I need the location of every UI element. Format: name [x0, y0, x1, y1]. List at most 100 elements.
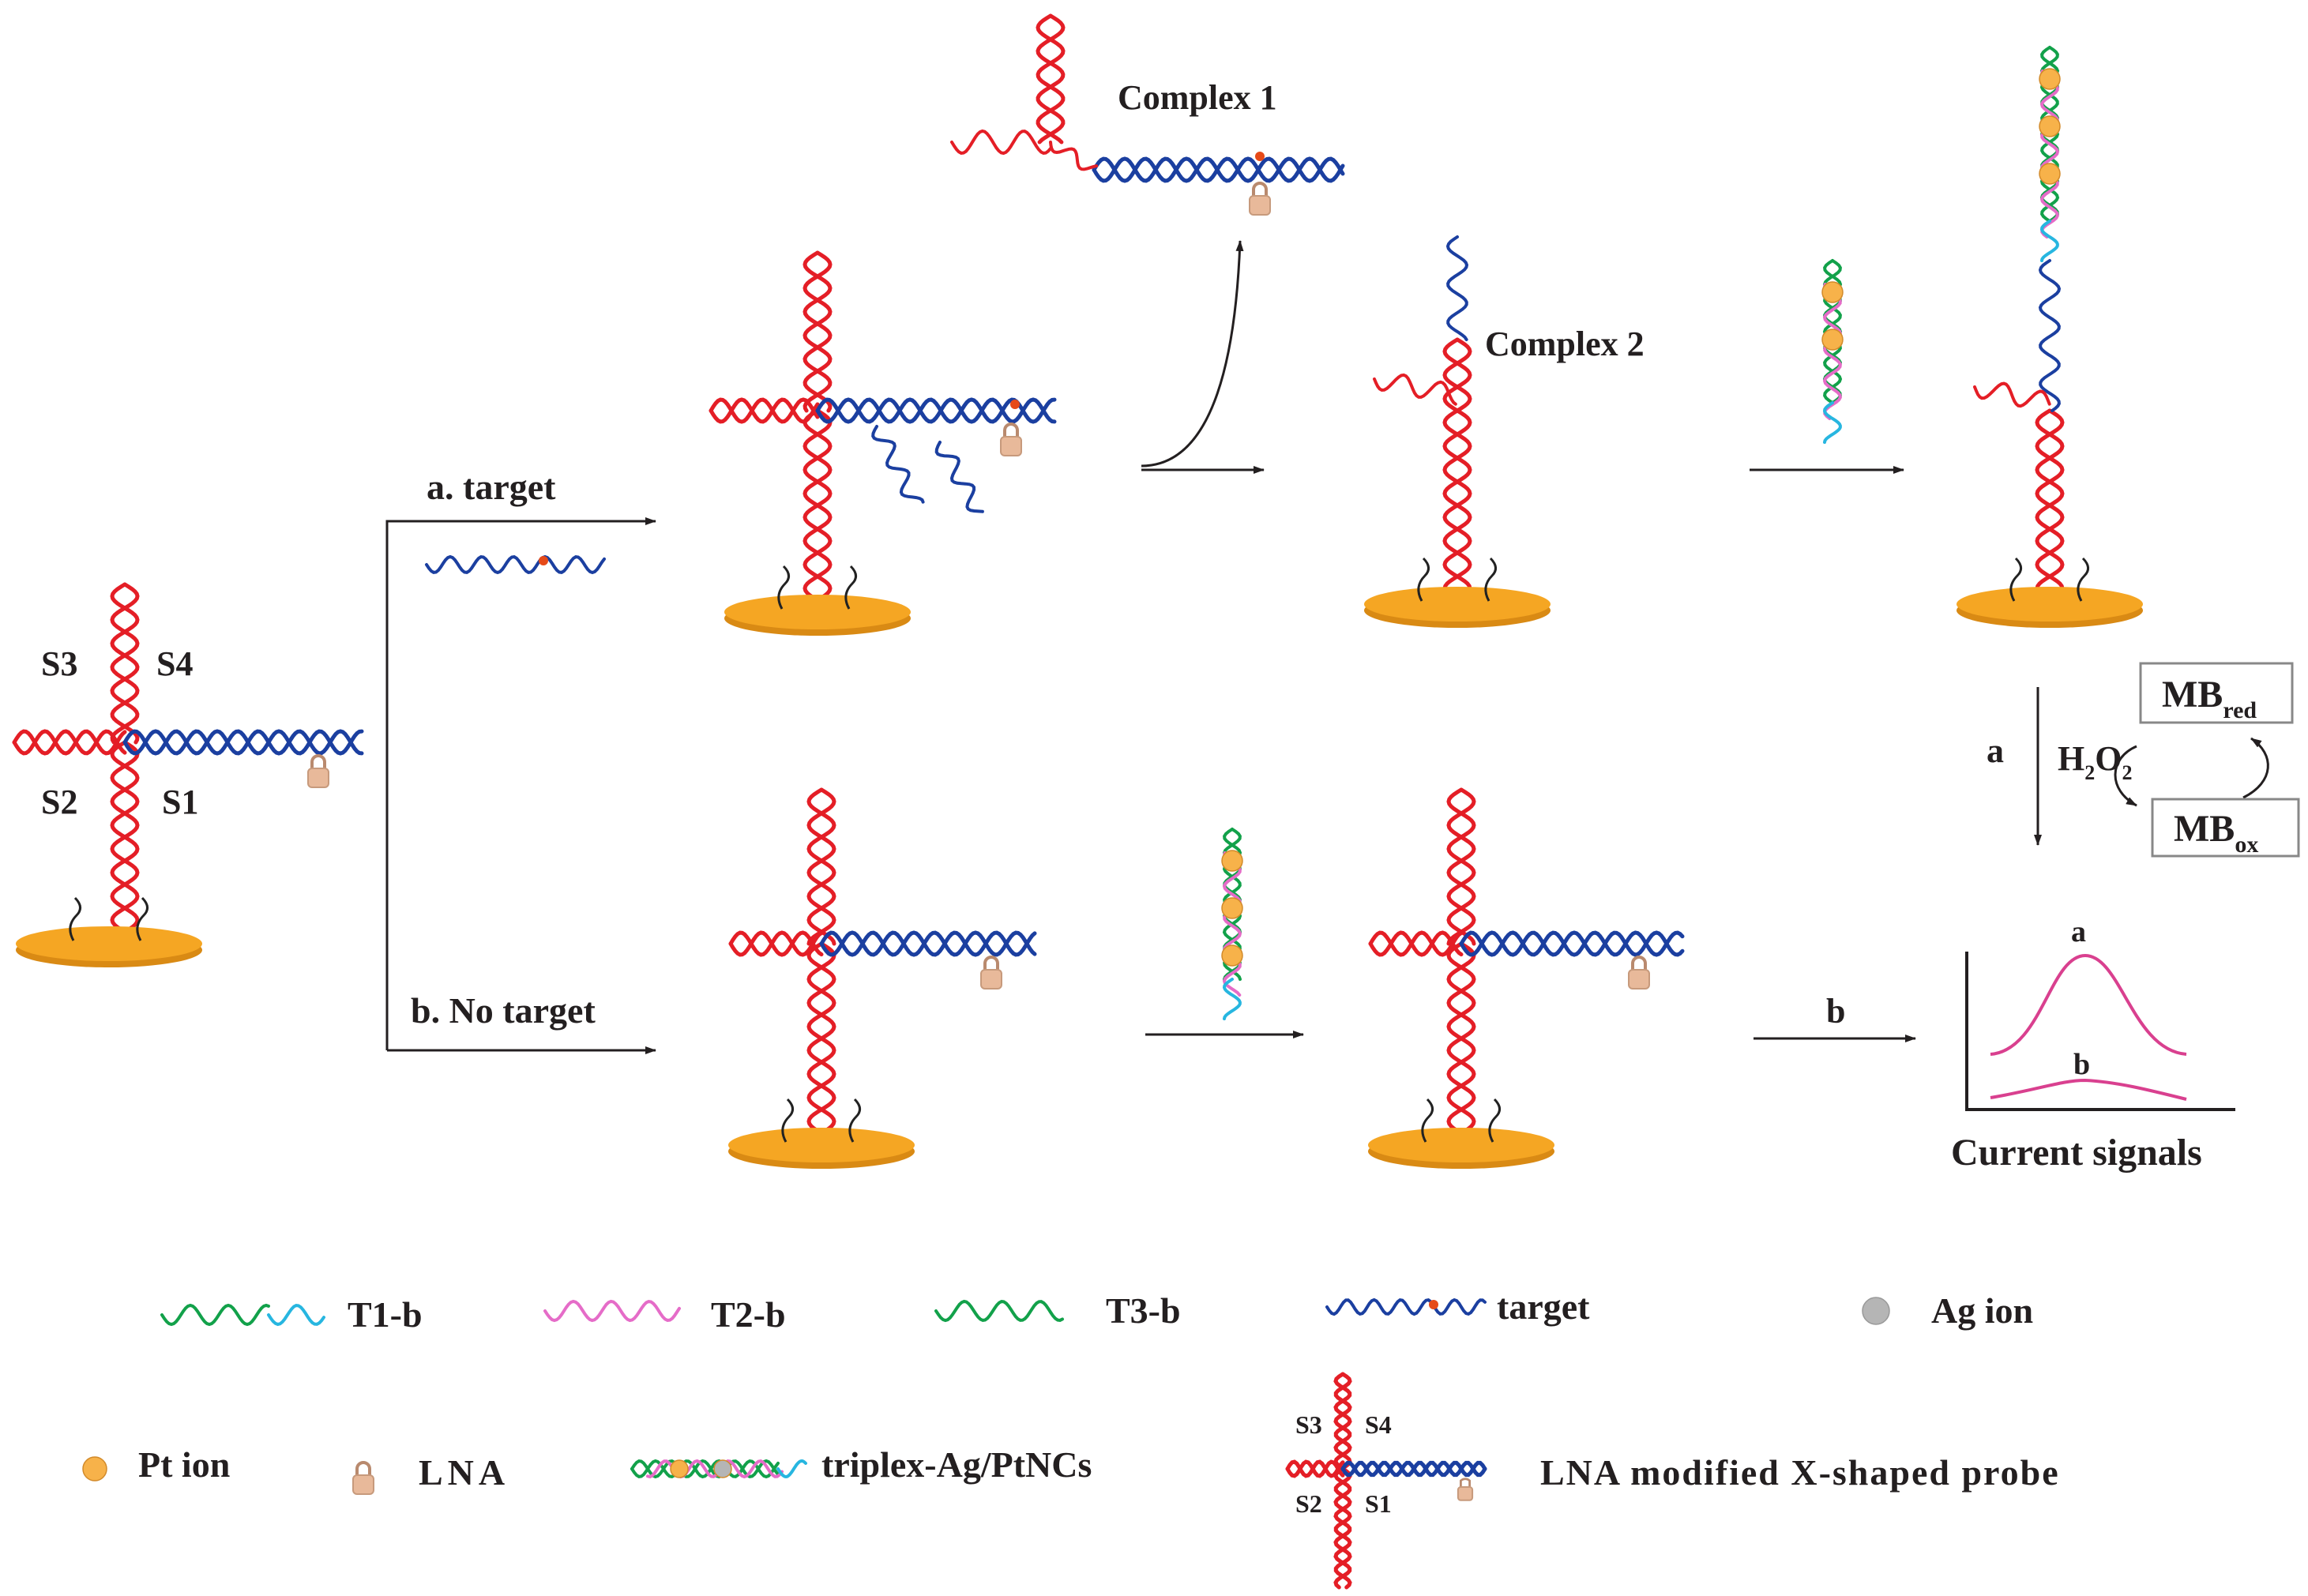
complex1-duplex-strand2 — [1092, 156, 1345, 183]
probe-a-s3s4-arm-strand1 — [803, 250, 833, 413]
complex2-blue-arm — [1445, 235, 1469, 341]
cycle-arrow-down — [2114, 745, 2137, 807]
initial-electrode — [16, 926, 202, 961]
triplex-b-pt-ion — [1221, 850, 1243, 872]
legend-xs3: S3 — [1295, 1410, 1322, 1439]
legend-xprobe-left-strand2 — [1285, 1459, 1345, 1478]
mb-red-label: MBred — [2162, 674, 2257, 723]
legend-xprobe-bottom-strand2 — [1333, 1466, 1352, 1590]
initial-electrode-linker-right — [136, 896, 148, 941]
initial-probe-s3s4-arm-strand1 — [110, 582, 140, 745]
complex1-link — [1049, 141, 1099, 171]
initial-probe-s1s2-arm-strand1 — [110, 740, 140, 946]
complex1-left-arm — [950, 129, 1052, 156]
complex1-label: Complex 1 — [1118, 78, 1277, 117]
triplex-a-green1 — [1822, 259, 1843, 404]
target-mismatch-dot — [539, 556, 548, 565]
initial-electrode-linker-left — [69, 896, 81, 941]
probe-a-s1s2-arm-strand2 — [803, 408, 833, 603]
electrode-b-linker-left — [781, 1098, 794, 1143]
signal-curve-a — [1990, 953, 2187, 1056]
legend-triplex-cyan — [776, 1459, 807, 1479]
probe-b-s3s4-arm-strand2 — [806, 787, 836, 946]
probe-b-right-arm-strand1 — [819, 930, 1037, 957]
pathway-b-label: b. No target — [411, 990, 596, 1031]
branch-line-top — [385, 520, 656, 1050]
electrode-complex2-linker-left — [1417, 557, 1430, 602]
electrode-b-linker-right — [848, 1098, 861, 1143]
diagram-graphics — [12, 13, 2269, 1590]
strand-label-s2: S2 — [41, 783, 77, 821]
legend-xprobe-lna-shackle — [1460, 1478, 1471, 1489]
probe-a-left-arm-strand1 — [709, 397, 820, 424]
electrode-complex2 — [1364, 587, 1551, 622]
electrode-product-linker-right — [2077, 557, 2089, 602]
electrode-a — [724, 595, 911, 629]
electrode-b2 — [1368, 1128, 1554, 1162]
product-triplex-pink — [2039, 69, 2060, 238]
legend-t1b-cyan — [267, 1304, 325, 1327]
legend-t2b-wave — [543, 1299, 681, 1323]
mb-red-box — [2139, 662, 2294, 724]
probe-a-target-dot — [1010, 400, 1020, 409]
cycle-arrow-up — [2242, 737, 2269, 799]
target-strand — [425, 554, 606, 575]
legend-triplex-ag-1 — [713, 1459, 732, 1478]
mb-ox-label: MBox — [2174, 808, 2258, 858]
triplex-b-pink — [1222, 851, 1242, 997]
legend-xs2: S2 — [1295, 1489, 1322, 1518]
legend-xprobe-top-strand2 — [1333, 1372, 1352, 1471]
legend-triplex-label: triplex-Ag/PtNCs — [821, 1444, 1092, 1485]
step-a-label: a — [1987, 731, 2004, 770]
initial-probe-left-arm-strand2 — [12, 729, 127, 756]
probe-b2-right-arm-strand2 — [1459, 930, 1685, 957]
peak-a-label: a — [2071, 915, 2086, 948]
legend-ag-ion — [1862, 1297, 1890, 1325]
legend-target-label: target — [1497, 1286, 1590, 1327]
probe-b-s3s4-arm-strand1 — [806, 787, 836, 946]
peak-b-label: b — [2073, 1048, 2090, 1081]
legend-lna-lock — [352, 1474, 374, 1495]
product-blue-arm — [2038, 259, 2062, 412]
probe-b2-left-arm-strand2 — [1368, 930, 1464, 957]
electrode-b — [728, 1128, 915, 1162]
step-b-label: b — [1826, 992, 1845, 1031]
probe-b-left-arm-strand2 — [728, 930, 824, 957]
h2o2-label: H2O2 — [2058, 739, 2132, 784]
probe-b2-lna — [1628, 969, 1650, 990]
legend-triplex-pink — [646, 1459, 784, 1479]
legend-xprobe-bottom-strand1 — [1333, 1466, 1352, 1590]
legend-triplex-pt-1 — [670, 1459, 689, 1478]
initial-probe-s3s4-arm-strand2 — [110, 582, 140, 745]
complex1-lna — [1249, 195, 1271, 216]
triplex-a-cyan — [1822, 401, 1842, 444]
legend-triplex-green2 — [630, 1459, 780, 1479]
legend-t3b-label: T3-b — [1106, 1290, 1181, 1331]
legend-t1b-label: T1-b — [348, 1294, 423, 1335]
complex2-red-arm — [1373, 373, 1457, 406]
target-loop-1 — [871, 425, 925, 504]
signal-curve-b — [1990, 1078, 2187, 1101]
complex2-stem-strand1 — [1442, 337, 1472, 603]
legend-xs4: S4 — [1365, 1410, 1392, 1439]
electrode-complex2-linker-right — [1484, 557, 1497, 602]
electrode-product-linker-left — [2009, 557, 2022, 602]
probe-b2-s1s2-arm-strand2 — [1446, 941, 1476, 1136]
strand-label-s1: S1 — [162, 783, 198, 821]
electrode-a-linker-right — [844, 565, 857, 610]
triplex-b-cyan — [1222, 978, 1242, 1020]
initial-probe-left-arm-strand1 — [12, 729, 127, 756]
probe-b2-s3s4-arm-strand1 — [1446, 787, 1476, 946]
complex1-stem-strand2 — [1036, 13, 1066, 145]
triplex-b-pt-ion — [1221, 944, 1243, 967]
legend-xprobe-right-strand2 — [1340, 1460, 1487, 1478]
target-loop-2 — [934, 441, 984, 513]
legend-triplex-green1 — [630, 1459, 780, 1479]
initial-probe-lna — [307, 768, 329, 788]
legend-lna-lock-shackle — [355, 1461, 371, 1477]
legend-target-dot — [1429, 1300, 1438, 1309]
legend-xprobe-left-strand1 — [1285, 1459, 1345, 1478]
product-triplex-cyan — [2039, 220, 2059, 262]
signal-axes — [1965, 952, 2235, 1111]
